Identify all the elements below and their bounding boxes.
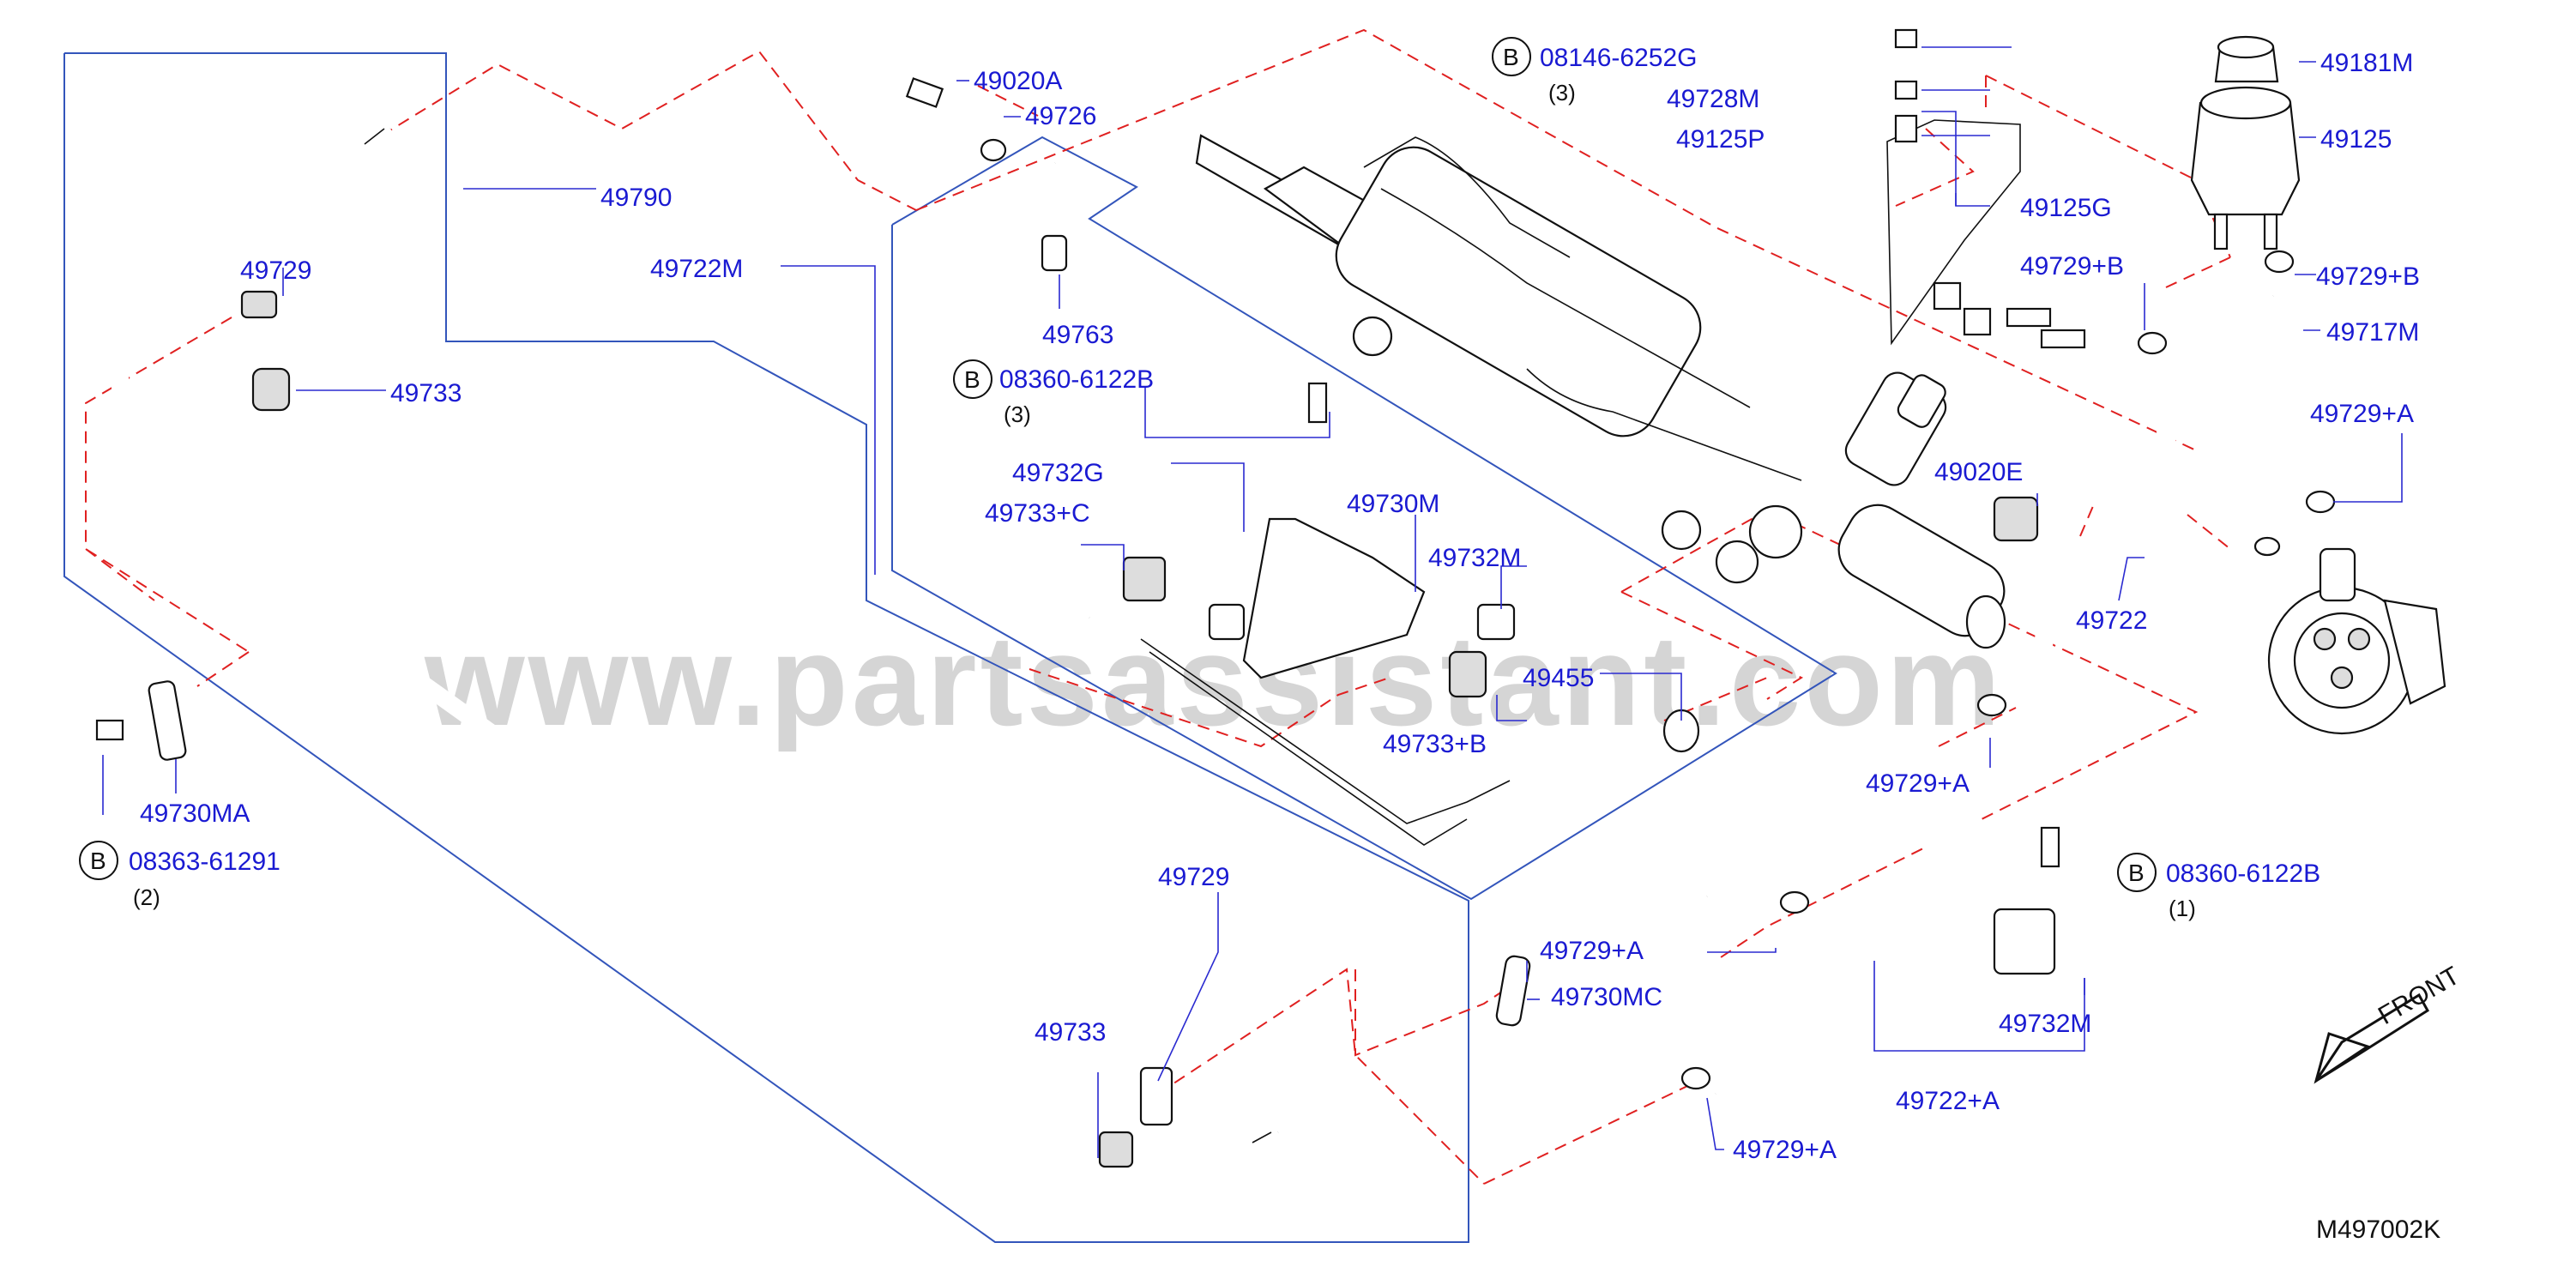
label-49125P: 49125P [1676, 125, 1765, 154]
bolt-marker-08146: B [1492, 37, 1531, 76]
label-49729A-r: 49729+A [2310, 400, 2414, 428]
svg-text:B: B [1503, 44, 1519, 70]
label-49729A-bl: 49729+A [1540, 937, 1644, 965]
small-parts [95, 28, 2336, 1168]
label-49722M: 49722M [650, 255, 743, 283]
label-08363-61291: 08363-61291 [129, 848, 281, 876]
label-49730MC: 49730MC [1551, 983, 1662, 1011]
label-49729A-mid: 49729+A [1866, 769, 1970, 798]
label-49125: 49125 [2320, 125, 2392, 154]
label-49733-bot: 49733 [1035, 1018, 1106, 1047]
label-49020A: 49020A [974, 67, 1062, 95]
bolt-marker-08360-top: B [953, 359, 992, 399]
label-49733-top: 49733 [390, 379, 462, 407]
label-49729-top: 49729 [240, 256, 311, 285]
qty-08360-bot: (1) [2169, 896, 2196, 921]
label-49732G: 49732G [1012, 459, 1104, 487]
diagram-code: M497002K [2316, 1216, 2440, 1244]
part-labels: 49020A 49726 49790 49722M 49729 49733 49… [129, 44, 2420, 1164]
label-49729B-2: 49729+B [2316, 262, 2420, 291]
label-49729B-1: 49729+B [2020, 252, 2124, 281]
label-49732M-mid: 49732M [1428, 544, 1521, 572]
steering-rack [1195, 134, 2006, 649]
svg-text:B: B [964, 366, 980, 393]
front-arrow: FRONT [2314, 962, 2464, 1084]
label-49729-bot: 49729 [1158, 863, 1229, 891]
front-label: FRONT [2374, 962, 2464, 1030]
qty-08363: (2) [133, 884, 160, 910]
label-49763: 49763 [1042, 321, 1113, 349]
label-08146-6252G: 08146-6252G [1540, 44, 1698, 72]
label-49729A-bot: 49729+A [1733, 1136, 1837, 1164]
label-49726: 49726 [1025, 102, 1096, 130]
label-49717M: 49717M [2326, 318, 2419, 347]
label-49020E: 49020E [1934, 458, 2023, 486]
bolt-marker-08360-bot: B [2117, 853, 2157, 892]
power-steering-pump [2267, 547, 2446, 735]
bolt-marker-08363: B [79, 841, 118, 880]
svg-text:B: B [90, 848, 106, 874]
label-49732M-bot: 49732M [1999, 1010, 2091, 1038]
hoses [921, 158, 2325, 1105]
stabilizer-bar [112, 121, 1282, 1228]
label-49790: 49790 [600, 184, 672, 212]
leader-lines [102, 46, 2403, 1158]
label-49733B: 49733+B [1383, 730, 1487, 758]
label-08360-6122B-bot: 08360-6122B [2166, 860, 2320, 888]
reservoir [2190, 35, 2301, 250]
label-49455: 49455 [1523, 664, 1594, 692]
label-49722: 49722 [2076, 606, 2147, 635]
alignment-lines [85, 28, 2231, 1185]
svg-text:B: B [2128, 860, 2145, 886]
hose-assembly-frame [891, 136, 1837, 901]
label-49733C: 49733+C [985, 499, 1090, 528]
label-49722A: 49722+A [1896, 1087, 2000, 1115]
stabilizer-assembly-frame [63, 52, 1469, 1243]
qty-08360-top: (3) [1004, 401, 1031, 427]
label-49728M: 49728M [1667, 85, 1759, 113]
label-49125G: 49125G [2020, 194, 2112, 222]
label-08360-6122B-top: 08360-6122B [999, 365, 1154, 394]
label-49181M: 49181M [2320, 49, 2413, 77]
label-49730M: 49730M [1347, 490, 1439, 518]
qty-08146: (3) [1548, 80, 1576, 106]
label-49730MA: 49730MA [140, 799, 250, 828]
